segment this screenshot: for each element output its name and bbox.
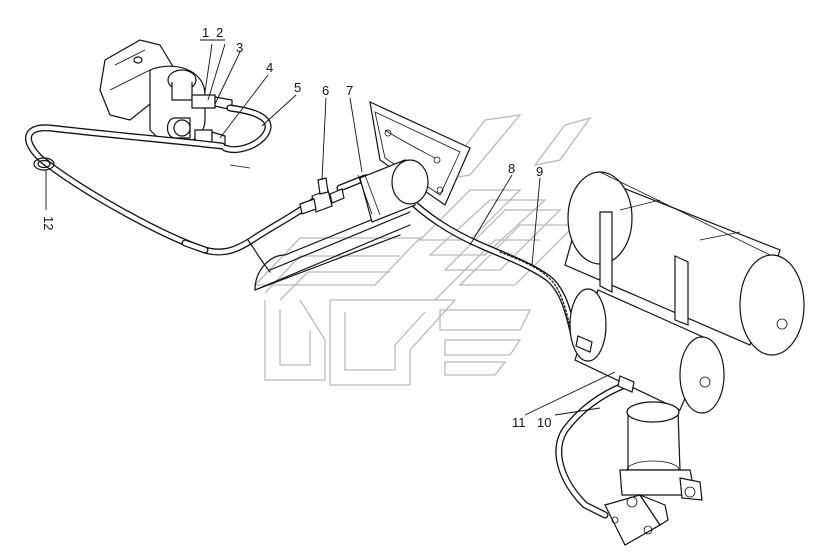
receiver-cylinder-small [357,159,429,223]
callout-11: 11 [512,415,526,430]
callout-8: 8 [508,161,515,176]
protective-spring [499,251,573,336]
callout-12: 12 [41,216,56,230]
pressure-regulator [604,493,669,546]
pipe-clip [33,157,55,171]
air-tank-large [564,171,805,356]
mounting-plate [369,100,471,206]
callout-6: 6 [322,83,329,98]
pipe-lines [25,104,629,519]
air-tank-small [569,288,725,414]
watermark-logo [253,114,592,386]
callout-7: 7 [346,83,353,98]
callout-1: 1 [202,25,209,40]
brake-chamber [99,39,251,169]
tee-fitting [299,177,345,215]
callout-2: 2 [216,25,223,40]
air-dryer [619,401,703,501]
callout-9: 9 [536,164,543,179]
leader-lines [45,39,616,416]
callout-10: 10 [537,415,551,430]
callout-4: 4 [266,60,273,75]
callout-3: 3 [236,40,243,55]
callout-5: 5 [294,80,301,95]
frame-rail [247,199,421,291]
callout-labels: 1 2 3 4 5 6 7 8 9 10 11 12 [41,25,551,430]
